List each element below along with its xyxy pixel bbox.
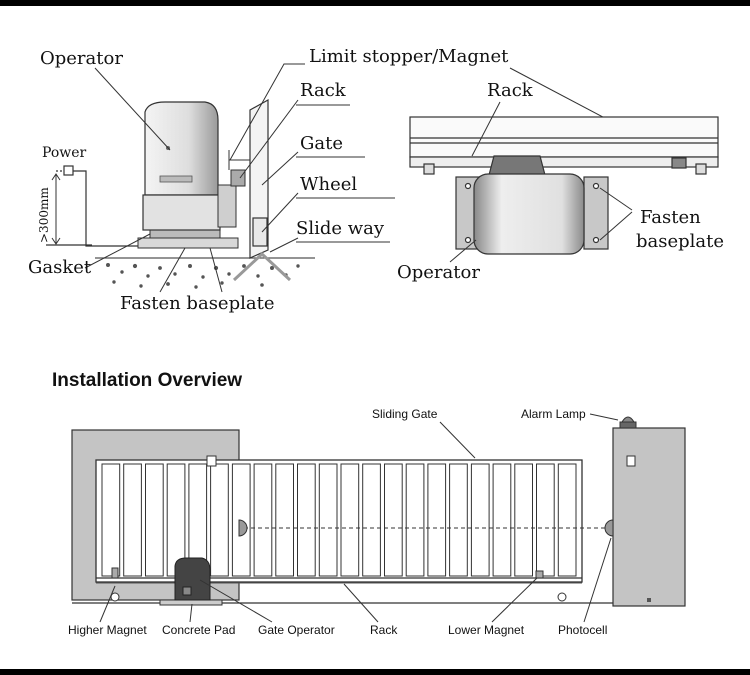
right-pillar	[612, 427, 686, 607]
label-concrete-pad: Concrete Pad	[162, 623, 235, 637]
photocell-right	[604, 519, 614, 537]
ground	[95, 257, 315, 289]
label-wheel: Wheel	[300, 174, 357, 195]
gate-picket	[210, 463, 229, 577]
higher-magnet	[111, 567, 119, 579]
gate-picket	[470, 463, 490, 577]
gate-picket	[123, 463, 142, 577]
label-operator-top: Operator	[397, 262, 480, 283]
operator-unit-top	[455, 155, 609, 255]
wheel-slideway	[232, 217, 292, 282]
label-alarm-lamp: Alarm Lamp	[521, 407, 586, 421]
gate-picket	[514, 463, 533, 577]
label-power: Power	[42, 145, 87, 161]
gate-picket	[318, 463, 338, 577]
photocell-left	[238, 519, 248, 537]
label-gasket: Gasket	[28, 257, 92, 278]
baseplate	[137, 237, 239, 249]
concrete-pad	[159, 599, 223, 606]
rack-rail-top	[409, 116, 719, 175]
label-sliding-gate: Sliding Gate	[372, 407, 438, 421]
overview-leader-lines	[99, 413, 619, 623]
gate-picket	[362, 463, 381, 577]
label-gate-operator: Gate Operator	[258, 623, 335, 637]
lower-magnet	[535, 570, 544, 579]
height-dimension	[51, 173, 61, 245]
gate-picket	[557, 463, 577, 577]
gate-picket	[384, 463, 403, 577]
gate-picket	[536, 463, 555, 577]
gate-picket	[275, 463, 294, 577]
gate-picket	[427, 463, 447, 577]
label-photocell: Photocell	[558, 623, 607, 637]
gate-picket	[492, 463, 512, 577]
gate-picket	[253, 463, 273, 577]
label-gate: Gate	[300, 133, 343, 154]
gate-picket	[405, 463, 425, 577]
label-fasten-baseplate-side: Fasten baseplate	[120, 293, 274, 314]
label-slide-way: Slide way	[296, 218, 385, 239]
label-height: >300mm	[37, 187, 51, 243]
label-rack-top: Rack	[487, 80, 534, 101]
power-cable	[46, 165, 150, 247]
operator-unit-side	[142, 101, 246, 231]
side-view: Operator Limit stopper/Magnet Rack Gate …	[28, 46, 691, 314]
label-higher-magnet: Higher Magnet	[68, 623, 147, 637]
top-view: Rack Fasten baseplate Operator	[397, 80, 724, 283]
gate-pickets	[101, 463, 577, 577]
installation-overview: Sliding Gate Alarm Lamp Higher Magnet Co…	[68, 407, 686, 637]
alarm-lamp	[619, 416, 637, 429]
installation-overview-title: Installation Overview	[52, 370, 243, 391]
label-fasten-top-line1: Fasten	[640, 207, 701, 228]
side-leader-lines	[84, 63, 691, 293]
label-rack-side: Rack	[300, 80, 347, 101]
gate-picket	[340, 463, 360, 577]
gate-picket	[449, 463, 468, 577]
top-frame-bar	[0, 0, 750, 6]
label-operator: Operator	[40, 48, 123, 69]
label-limit-stopper: Limit stopper/Magnet	[309, 46, 509, 67]
bottom-frame-bar	[0, 669, 750, 675]
gate-picket	[145, 463, 164, 577]
label-rack-overview: Rack	[370, 623, 398, 637]
label-lower-magnet: Lower Magnet	[448, 623, 525, 637]
gate-operator	[174, 557, 211, 601]
pillar-box	[626, 455, 636, 467]
gate-wheel-left	[110, 592, 120, 602]
pillar-small-box	[647, 598, 651, 602]
gate-picket	[101, 463, 121, 577]
gate-top-bracket	[206, 455, 217, 467]
gate-picket	[297, 463, 316, 577]
top-leader-lines	[449, 101, 633, 263]
label-fasten-top-line2: baseplate	[636, 231, 724, 252]
gate-wheel-right	[557, 592, 567, 602]
gasket	[149, 229, 221, 239]
